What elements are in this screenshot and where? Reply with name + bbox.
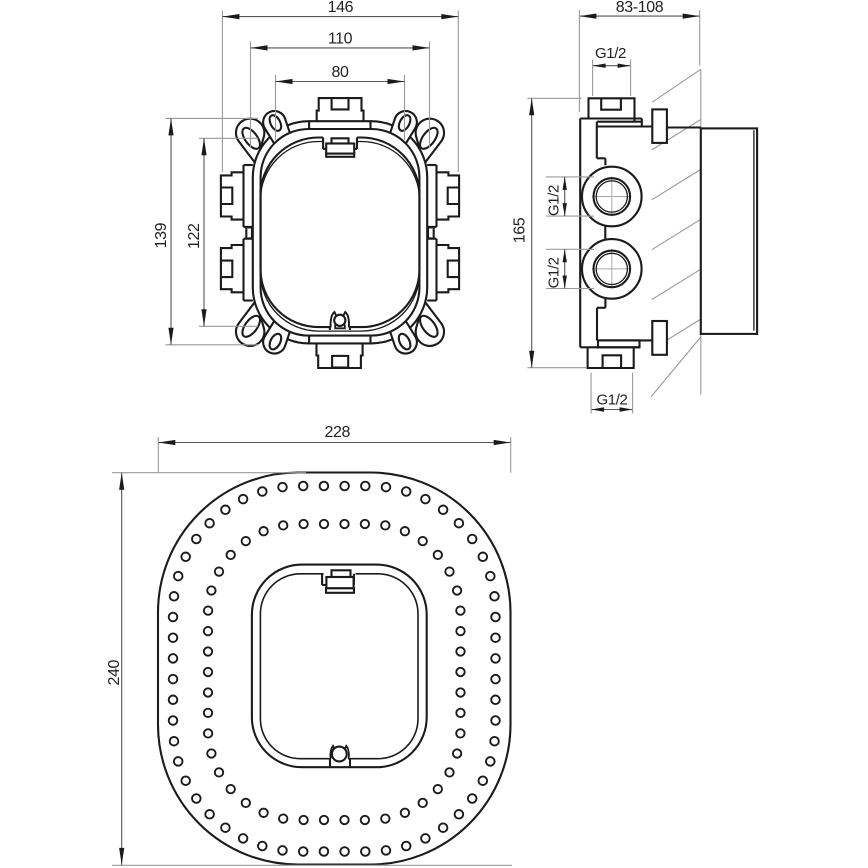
svg-text:G1/2: G1/2 <box>546 257 563 288</box>
svg-text:146: 146 <box>328 0 354 16</box>
svg-text:G1/2: G1/2 <box>595 45 626 62</box>
svg-text:83-108: 83-108 <box>616 0 664 16</box>
svg-text:122: 122 <box>186 223 203 249</box>
svg-text:240: 240 <box>106 660 123 686</box>
svg-text:G1/2: G1/2 <box>546 185 563 216</box>
svg-text:139: 139 <box>153 222 170 248</box>
svg-text:228: 228 <box>325 424 351 441</box>
svg-text:110: 110 <box>328 31 353 48</box>
svg-text:165: 165 <box>512 217 529 243</box>
svg-text:G1/2: G1/2 <box>597 392 628 409</box>
svg-text:80: 80 <box>332 64 349 81</box>
